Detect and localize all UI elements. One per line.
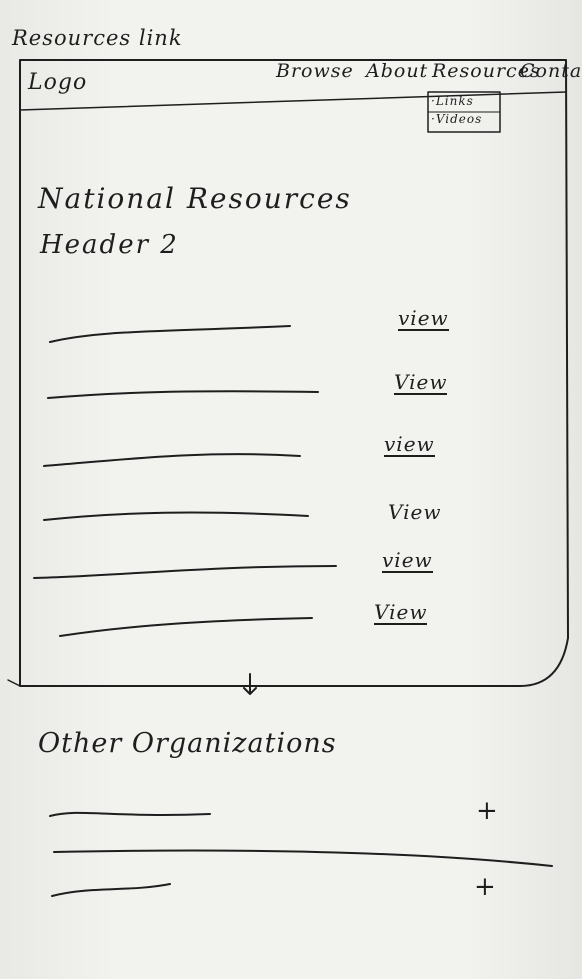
resource-row-6-text bbox=[59, 617, 313, 637]
sheet-title: Resources link bbox=[12, 26, 183, 50]
view-link-4[interactable]: View bbox=[388, 500, 442, 524]
resource-row-2-text bbox=[47, 390, 319, 399]
page-subtitle: Header 2 bbox=[40, 230, 179, 260]
resource-row-1-text bbox=[49, 325, 291, 343]
org-row-2-text bbox=[51, 883, 171, 897]
view-link-2[interactable]: View bbox=[394, 370, 448, 395]
nav-browse[interactable]: Browse bbox=[276, 60, 354, 82]
org-row-1-text bbox=[49, 811, 211, 817]
viewport-overhang bbox=[7, 679, 21, 687]
resource-row-4-text bbox=[43, 511, 309, 521]
dropdown-item-links[interactable]: ·Links bbox=[431, 94, 474, 108]
logo[interactable]: Logo bbox=[28, 70, 88, 95]
view-link-5[interactable]: view bbox=[382, 548, 433, 573]
view-link-3[interactable]: view bbox=[384, 432, 435, 457]
resources-dropdown: ·Links ·Videos bbox=[428, 92, 500, 132]
expand-button-org-1[interactable]: + bbox=[476, 796, 499, 826]
resource-row-5-text bbox=[33, 565, 337, 579]
section-title-other-organizations: Other Organizations bbox=[38, 728, 337, 759]
dropdown-item-videos[interactable]: ·Videos bbox=[431, 112, 483, 126]
nav-resources[interactable]: Resources bbox=[432, 60, 541, 82]
nav-contact[interactable]: Contact bbox=[520, 60, 582, 82]
nav-about[interactable]: About bbox=[366, 60, 429, 82]
expand-button-org-2[interactable]: + bbox=[474, 872, 497, 902]
view-link-6[interactable]: View bbox=[374, 600, 428, 625]
arrow-down-icon bbox=[243, 673, 257, 695]
browser-frame bbox=[19, 59, 569, 687]
page-title: National Resources bbox=[38, 182, 352, 215]
org-row-divider bbox=[53, 849, 553, 867]
view-link-1[interactable]: view bbox=[398, 306, 449, 331]
resource-row-3-text bbox=[43, 453, 301, 467]
